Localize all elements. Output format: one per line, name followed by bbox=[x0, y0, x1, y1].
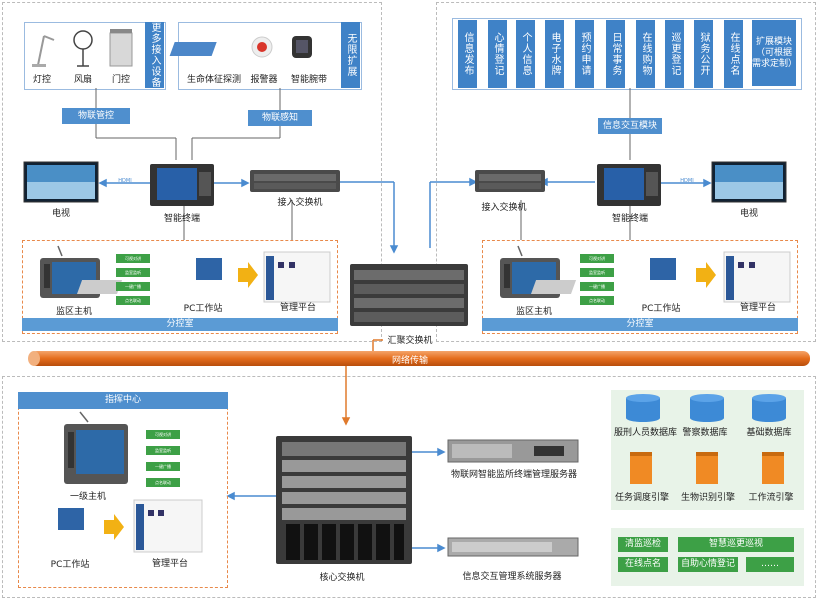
tv-label-left: 电视 bbox=[51, 209, 70, 219]
feature-smart-patrol[interactable]: 智慧巡更巡视 bbox=[678, 537, 794, 552]
module-appointment: 预约申请 bbox=[575, 20, 594, 88]
db-label-basic: 基础数据库 bbox=[746, 428, 792, 438]
left-btn-cell-monitor[interactable]: 监室监听 bbox=[116, 268, 150, 277]
feature-mood-register[interactable]: 自助心情登记 bbox=[678, 557, 738, 572]
right-btn-cell-monitor[interactable]: 监室监听 bbox=[580, 268, 614, 277]
hdmi-left: HDMI bbox=[118, 178, 132, 184]
engine-label-bio: 生物识别引擎 bbox=[680, 493, 735, 503]
right-platform-label: 管理平台 bbox=[739, 303, 776, 313]
sensor-label-vital: 生命体征探测 bbox=[186, 75, 241, 85]
terminal-label-right: 智能终端 bbox=[611, 214, 648, 224]
db-label-police: 警察数据库 bbox=[682, 428, 728, 438]
hdmi-right: HDMI bbox=[680, 178, 694, 184]
switch-label-right: 接入交换机 bbox=[481, 203, 527, 213]
iot-sense-tag: 物联感知 bbox=[248, 110, 312, 126]
terminal-label-left: 智能终端 bbox=[163, 214, 200, 224]
sensor-label-band: 智能腕带 bbox=[290, 75, 327, 85]
left-sub-room bbox=[22, 240, 338, 334]
cmd-host-label: 一级主机 bbox=[69, 492, 106, 502]
modules-box bbox=[452, 18, 802, 90]
tv-label-right: 电视 bbox=[739, 209, 758, 219]
feature-clear-inspect[interactable]: 清监巡检 bbox=[618, 537, 668, 552]
iot-server-label: 物联网智能监所终端管理服务器 bbox=[450, 470, 577, 480]
right-room-strip: 分控室 bbox=[482, 318, 798, 331]
left-platform-label: 管理平台 bbox=[279, 303, 316, 313]
left-room-strip: 分控室 bbox=[22, 318, 338, 331]
left-pc-label: PC工作站 bbox=[183, 304, 223, 314]
device-label-light: 灯控 bbox=[32, 75, 51, 85]
info-server-label: 信息交互管理系统服务器 bbox=[462, 572, 562, 582]
module-info-publish: 信息发布 bbox=[458, 20, 477, 88]
cmd-btn-rollcall[interactable]: 点名联动 bbox=[146, 478, 180, 487]
core-switch-label: 核心交换机 bbox=[319, 573, 365, 583]
module-daily: 日常事务 bbox=[606, 20, 625, 88]
more-devices-bar: 更多接入设备 bbox=[145, 22, 164, 88]
module-rollcall: 在线点名 bbox=[724, 20, 743, 88]
module-public: 狱务公开 bbox=[694, 20, 713, 88]
cmd-btn-cell-monitor[interactable]: 监室监听 bbox=[146, 446, 180, 455]
engine-label-task: 任务调度引擎 bbox=[614, 493, 669, 503]
devices-box bbox=[24, 22, 166, 90]
right-sub-room bbox=[482, 240, 798, 334]
feature-more[interactable]: …… bbox=[746, 557, 794, 572]
device-label-fan: 风扇 bbox=[73, 75, 92, 85]
db-label-inmates: 服刑人员数据库 bbox=[614, 428, 678, 438]
left-btn-broadcast[interactable]: 一键广播 bbox=[116, 282, 150, 291]
right-btn-video-intercom[interactable]: 可视对讲 bbox=[580, 254, 614, 263]
sensors-box bbox=[178, 22, 362, 90]
agg-switch-label: 汇聚交换机 bbox=[387, 336, 433, 346]
module-patrol: 巡更登记 bbox=[665, 20, 684, 88]
switch-label-left: 接入交换机 bbox=[277, 198, 323, 208]
cmd-pc-label: PC工作站 bbox=[50, 560, 90, 570]
iot-control-tag: 物联管控 bbox=[62, 108, 130, 124]
bottom-region bbox=[2, 376, 816, 598]
module-extend: 扩展模块（可根据需求定制） bbox=[752, 20, 797, 86]
right-btn-rollcall[interactable]: 点名联动 bbox=[580, 296, 614, 305]
top-right-region bbox=[436, 2, 816, 342]
module-personal: 个人信息 bbox=[516, 20, 535, 88]
left-host-label: 监区主机 bbox=[55, 307, 92, 317]
cmd-btn-video-intercom[interactable]: 可视对讲 bbox=[146, 430, 180, 439]
top-left-region bbox=[2, 2, 382, 342]
network-label: 网络传输 bbox=[391, 356, 428, 366]
unlimited-expand-bar: 无限扩展 bbox=[341, 22, 360, 88]
command-title: 指挥中心 bbox=[18, 392, 228, 409]
left-btn-rollcall[interactable]: 点名联动 bbox=[116, 296, 150, 305]
sensor-label-alarm: 报警器 bbox=[250, 75, 278, 85]
right-btn-broadcast[interactable]: 一键广播 bbox=[580, 282, 614, 291]
left-btn-video-intercom[interactable]: 可视对讲 bbox=[116, 254, 150, 263]
module-e-sign: 电子水牌 bbox=[545, 20, 564, 88]
info-module-tag: 信息交互模块 bbox=[598, 118, 662, 134]
cmd-btn-broadcast[interactable]: 一键广播 bbox=[146, 462, 180, 471]
right-host-label: 监区主机 bbox=[515, 307, 552, 317]
cmd-platform-label: 管理平台 bbox=[151, 559, 188, 569]
engine-label-flow: 工作流引擎 bbox=[748, 493, 794, 503]
right-pc-label: PC工作站 bbox=[641, 304, 681, 314]
module-shopping: 在线购物 bbox=[636, 20, 655, 88]
device-label-door: 门控 bbox=[111, 75, 130, 85]
feature-online-rollcall[interactable]: 在线点名 bbox=[618, 557, 668, 572]
module-mood: 心情登记 bbox=[488, 20, 507, 88]
